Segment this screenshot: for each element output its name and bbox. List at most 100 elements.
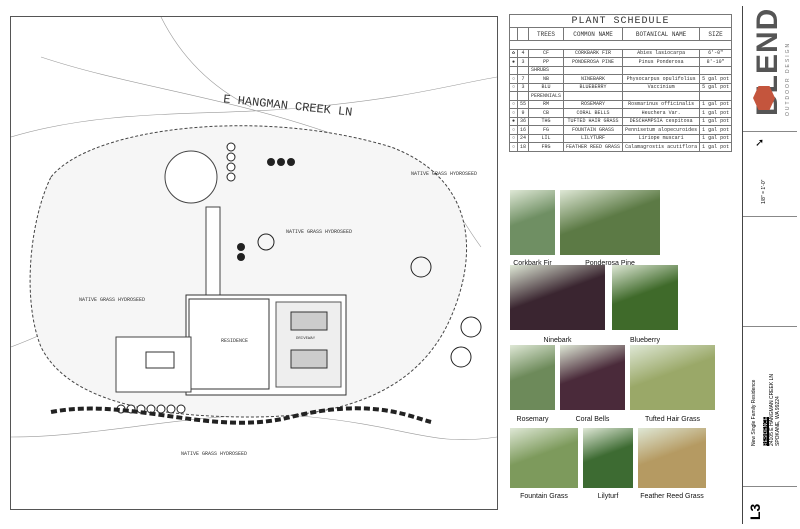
plant-symbol-icon: ○ xyxy=(508,74,519,84)
botanical-name: Pinus Ponderosa xyxy=(622,57,701,67)
hydroseed-label: NATIVE GRASS HYDROSEED xyxy=(181,451,248,457)
header-botanical: BOTANICAL NAME xyxy=(622,27,701,41)
sheet-number: L3 xyxy=(747,503,763,520)
plant-symbol-icon: ○ xyxy=(508,99,519,109)
driveway-label: DRIVEWAY xyxy=(296,337,316,341)
logo-mark-icon xyxy=(753,86,775,110)
plant-photo xyxy=(612,265,678,330)
hydroseed-label: NATIVE GRASS HYDROSEED xyxy=(286,229,353,235)
botanical-name: Heuchera Var. xyxy=(622,108,701,118)
code: LIL xyxy=(528,133,565,143)
plant-photo-caption: Feather Reed Grass xyxy=(640,493,704,500)
header-trees: TREES xyxy=(528,27,565,41)
header-size: SIZE xyxy=(699,27,733,41)
north-arrow-icon: ➚ xyxy=(755,137,765,149)
size: 5 gal pot xyxy=(699,82,733,92)
plant-symbol-icon: ○ xyxy=(508,133,519,143)
common-name: CORAL BELLS xyxy=(563,108,624,118)
plant-photo-caption: Rosemary xyxy=(516,416,549,423)
botanical-name: Physocarpus opulifolius xyxy=(622,74,701,84)
common-name: ROSEMARY xyxy=(563,99,624,109)
plant-symbol-icon: ○ xyxy=(508,108,519,118)
section-label: PERENNIALS xyxy=(528,91,565,101)
qty: 3 xyxy=(517,57,530,67)
qty: 16 xyxy=(517,125,530,135)
plant-photo-caption: Coral Bells xyxy=(575,416,610,423)
title-block: BLEND OUTDOOR DESIGN ➚ 1/8" = 1'-0" New … xyxy=(742,6,797,524)
qty: 24 xyxy=(517,133,530,143)
plant-photo-caption: Fountain Grass xyxy=(520,493,568,500)
site-plan: E HANGMAN CREEK LN RESIDENCE DRIVEWAY NA… xyxy=(10,16,498,510)
plant-photo-caption: Blueberry xyxy=(630,337,660,344)
size: 1 gal pot xyxy=(699,133,733,143)
qty: 9 xyxy=(517,108,530,118)
common-name: FEATHER REED GRASS xyxy=(563,142,624,152)
botanical-name: Rosmarinus officinalis xyxy=(622,99,701,109)
schedule-title: PLANT SCHEDULE xyxy=(508,14,733,28)
plant-symbol-icon: ✿ xyxy=(508,48,519,58)
city: SPOKANE, WA 99224 xyxy=(775,396,781,446)
common-name: LILYTURF xyxy=(563,133,624,143)
size: 8'-10" xyxy=(699,57,733,67)
size: 1 gal pot xyxy=(699,99,733,109)
botanical-name: Vaccinium xyxy=(622,82,701,92)
plant-photo xyxy=(560,190,660,255)
plant-symbol-icon: ○ xyxy=(508,142,519,152)
size: 5 gal pot xyxy=(699,74,733,84)
code: BLU xyxy=(528,82,565,92)
code: CF xyxy=(528,48,565,58)
plant-photo-caption: Tufted Hair Grass xyxy=(645,416,700,423)
botanical-name: DESCHAMPSIA cespitosa xyxy=(622,116,701,126)
hydroseed-label: NATIVE GRASS HYDROSEED xyxy=(79,297,146,303)
common-name: TUFTED HAIR GRASS xyxy=(563,116,624,126)
common-name: FOUNTAIN GRASS xyxy=(563,125,624,135)
plant-photo xyxy=(560,345,625,410)
plant-photo-caption: Corkbark Fir xyxy=(513,260,552,267)
header-common: COMMON NAME xyxy=(563,27,624,41)
botanical-name: Pennisetum alopecuroides xyxy=(622,125,701,135)
plant-photo xyxy=(510,190,555,255)
brand-subtitle: OUTDOOR DESIGN xyxy=(785,41,791,116)
plant-symbol-icon: ○ xyxy=(508,82,519,92)
section-label: SHRUBS xyxy=(528,65,565,75)
size: 1 gal pot xyxy=(699,142,733,152)
plant-symbol-icon: ● xyxy=(508,57,519,67)
qty: 36 xyxy=(517,116,530,126)
common-name: CORKBARK FIR xyxy=(563,48,624,58)
size: 1 gal pot xyxy=(699,125,733,135)
plant-photo xyxy=(638,428,706,488)
site-plan-drawing xyxy=(10,16,498,440)
plant-photo-caption: Ponderosa Pine xyxy=(585,260,635,267)
plant-photo-caption: Ninebark xyxy=(543,337,572,344)
plant-photo-caption: Lilyturf xyxy=(597,493,619,500)
plant-photo xyxy=(583,428,633,488)
code: THG xyxy=(528,116,565,126)
common-name: NINEBARK xyxy=(563,74,624,84)
hydroseed-label: NATIVE GRASS HYDROSEED xyxy=(411,171,478,177)
residence-label: RESIDENCE xyxy=(221,338,249,344)
plant-photo xyxy=(510,428,578,488)
scale-label: 1/8" = 1'-0" xyxy=(761,179,767,204)
qty: 55 xyxy=(517,99,530,109)
size: 1 gal pot xyxy=(699,108,733,118)
botanical-name: Calamagrostis acutiflora xyxy=(622,142,701,152)
qty: 18 xyxy=(517,142,530,152)
plant-symbol-icon: ○ xyxy=(508,125,519,135)
common-name: BLUEBERRY xyxy=(563,82,624,92)
code: PP xyxy=(528,57,565,67)
code: FRG xyxy=(528,142,565,152)
code: NB xyxy=(528,74,565,84)
qty: 4 xyxy=(517,48,530,58)
common-name: PONDEROSA PINE xyxy=(563,57,624,67)
plant-symbol-icon: ● xyxy=(508,116,519,126)
code: CB xyxy=(528,108,565,118)
